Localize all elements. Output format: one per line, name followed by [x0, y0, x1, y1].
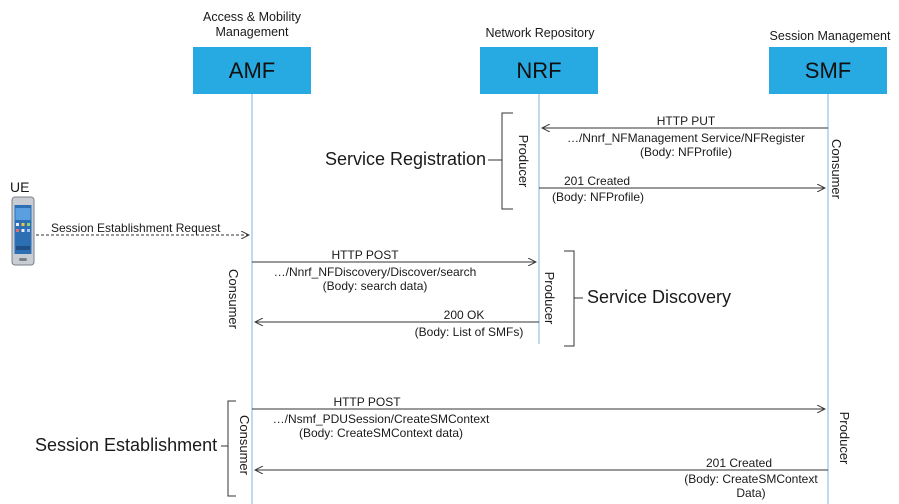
disc-resp-label: 200 OK (Body: List of SMFs)	[404, 308, 534, 339]
amf-establishment-consumer-role: Consumer	[237, 415, 252, 475]
disc-resp-status: 200 OK	[443, 308, 485, 322]
reg-resp-label: 201 Created (Body: NFProfile)	[552, 174, 644, 204]
est-resp-data: Data)	[736, 486, 766, 500]
registration-label: Service Registration	[325, 149, 487, 169]
smf-box: SMF	[769, 47, 887, 94]
est-post-path: …/Nsmf_PDUSession/CreateSMContext	[272, 412, 490, 426]
ue-label: UE	[10, 179, 30, 195]
amf-header: Access & Mobility Management	[203, 10, 301, 39]
registration-brace	[488, 112, 513, 210]
establishment-label: Session Establishment	[35, 435, 218, 455]
reg-resp-body: (Body: NFProfile)	[552, 190, 645, 204]
establishment-brace	[221, 400, 236, 497]
est-post-label: HTTP POST …/Nsmf_PDUSession/CreateSMCont…	[256, 395, 506, 440]
smf-header: Session Management	[769, 29, 891, 43]
reg-put-method: HTTP PUT	[656, 114, 716, 128]
discovery-label: Service Discovery	[587, 287, 732, 307]
nrf-box: NRF	[480, 47, 598, 94]
est-post-body: (Body: CreateSMContext data)	[298, 426, 464, 440]
phone-icon	[11, 196, 35, 266]
nrf-label: NRF	[516, 57, 562, 83]
reg-put-path: …/Nnrf_NFManagement Service/NFRegister	[566, 131, 806, 145]
disc-post-path: …/Nnrf_NFDiscovery/Discover/search	[273, 265, 477, 279]
amf-consumer-role: Consumer	[226, 269, 241, 329]
est-resp-body: (Body: CreateSMContext	[684, 472, 818, 486]
disc-post-label: HTTP POST …/Nnrf_NFDiscovery/Discover/se…	[252, 248, 498, 293]
smf-producer-role: Producer	[837, 411, 852, 465]
est-resp-label: 201 Created (Body: CreateSMContext Data)	[676, 456, 826, 500]
session-request-label: Session Establishment Request	[51, 221, 221, 235]
nrf-discovery-producer-role: Producer	[542, 271, 557, 325]
smf-label: SMF	[804, 57, 852, 83]
disc-post-body: (Body: search data)	[322, 279, 428, 293]
reg-resp-status: 201 Created	[564, 174, 631, 188]
discovery-brace	[564, 250, 583, 347]
est-resp-status: 201 Created	[705, 456, 773, 470]
smf-consumer-role: Consumer	[829, 139, 844, 199]
nrf-header: Network Repository	[485, 26, 595, 40]
reg-put-label: HTTP PUT …/Nnrf_NFManagement Service/NFR…	[548, 114, 824, 159]
nrf-producer-role: Producer	[516, 134, 531, 188]
amf-box: AMF	[193, 47, 311, 94]
est-post-method: HTTP POST	[333, 395, 401, 409]
disc-post-method: HTTP POST	[331, 248, 399, 262]
reg-put-body: (Body: NFProfile)	[639, 145, 733, 159]
disc-resp-body: (Body: List of SMFs)	[414, 325, 524, 339]
amf-label: AMF	[228, 57, 276, 83]
